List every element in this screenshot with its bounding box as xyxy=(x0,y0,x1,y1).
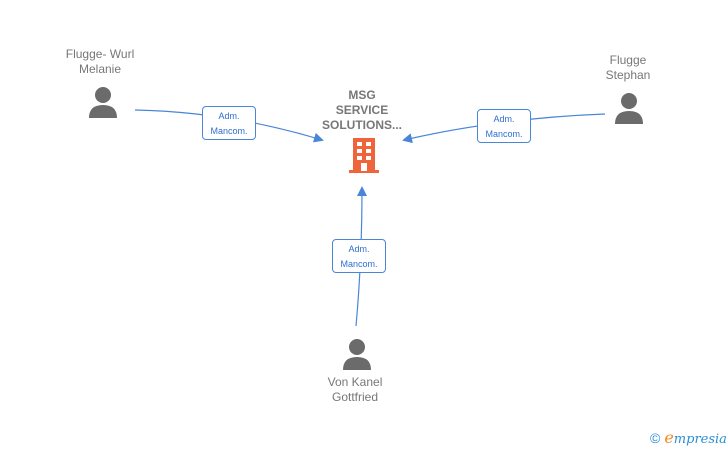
person-name-flugge-stephan[interactable]: Flugge Stephan xyxy=(558,53,698,83)
footer-brand: © empresia xyxy=(650,428,727,447)
person-name-von-kanel-gottfried[interactable]: Von Kanel Gottfried xyxy=(285,375,425,405)
person-name-flugge-wurl-melanie[interactable]: Flugge- Wurl Melanie xyxy=(30,47,170,77)
company-name-line: MSG xyxy=(348,88,376,102)
role-badge-von-kanel-gottfried[interactable]: Adm. Mancom. xyxy=(332,239,386,273)
role-badge-flugge-stephan[interactable]: Adm. Mancom. xyxy=(477,109,531,143)
person-name-line: Melanie xyxy=(78,62,122,76)
role-badge-flugge-wurl-melanie[interactable]: Adm. Mancom. xyxy=(202,106,256,140)
role-line: Mancom. xyxy=(210,126,248,136)
role-line: Adm. xyxy=(493,114,515,124)
role-line: Mancom. xyxy=(340,259,378,269)
role-line: Adm. xyxy=(218,111,240,121)
brand-rest: mpresia xyxy=(673,432,727,447)
person-icon[interactable] xyxy=(342,338,372,370)
role-line: Adm. xyxy=(348,244,370,254)
brand-initial: e xyxy=(664,428,674,447)
person-icon[interactable] xyxy=(88,86,118,118)
person-name-line: Von Kanel xyxy=(327,375,383,389)
person-name-line: Stephan xyxy=(605,68,651,82)
person-name-line: Flugge xyxy=(609,53,647,67)
company-name-line: SERVICE xyxy=(335,103,389,117)
role-line: Mancom. xyxy=(485,129,523,139)
company-name[interactable]: MSG SERVICE SOLUTIONS... xyxy=(292,88,432,133)
building-icon[interactable] xyxy=(347,138,381,174)
empresia-logo[interactable]: empresia xyxy=(664,428,727,447)
person-name-line: Gottfried xyxy=(331,390,379,404)
person-name-line: Flugge- Wurl xyxy=(65,47,135,61)
person-icon[interactable] xyxy=(614,92,644,124)
company-name-line: SOLUTIONS... xyxy=(321,118,402,132)
copyright-icon: © xyxy=(650,429,661,446)
